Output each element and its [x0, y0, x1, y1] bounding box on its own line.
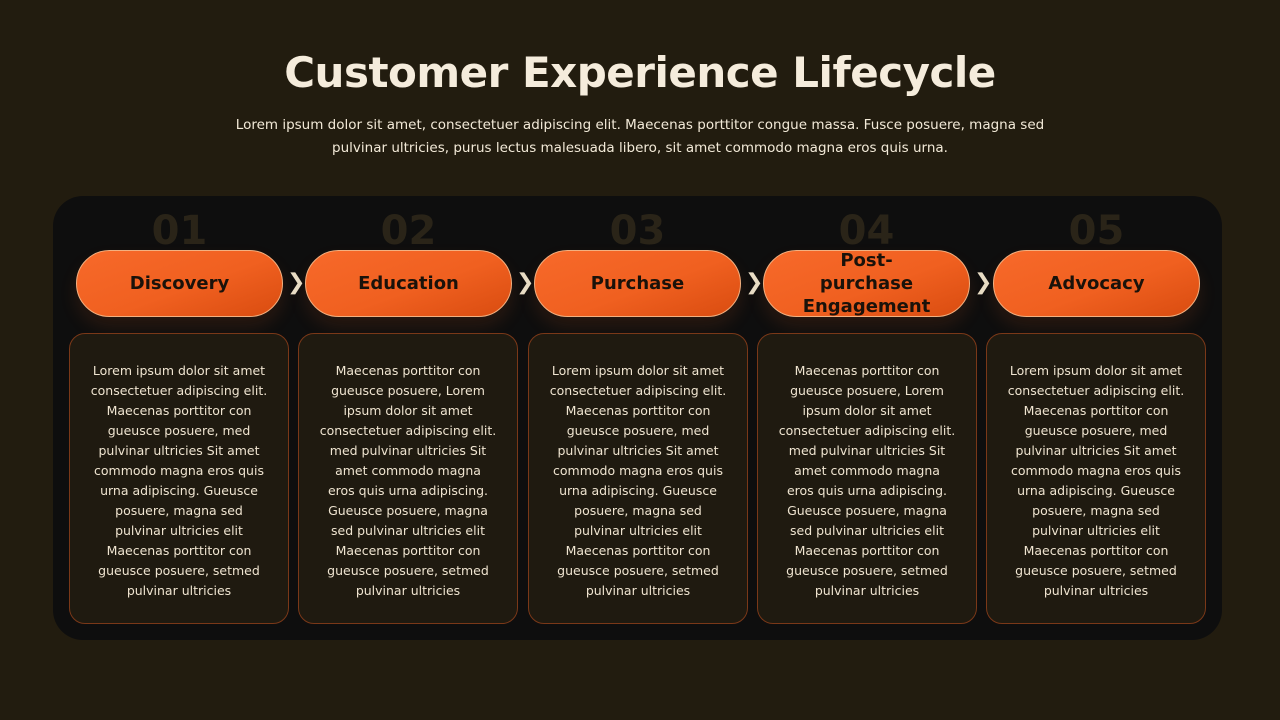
stage-description: Lorem ipsum dolor sit amet consectetuer … [528, 333, 748, 624]
stage-number: 01 [151, 208, 208, 254]
page-title: Customer Experience Lifecycle [284, 48, 996, 97]
chevron-right-icon: ❯ [974, 270, 993, 295]
chevron-right-icon: ❯ [516, 270, 535, 295]
stage-number: 04 [838, 208, 895, 254]
chevron-right-icon: ❯ [287, 270, 306, 295]
stage-description: Lorem ipsum dolor sit amet consectetuer … [69, 333, 289, 624]
stage-description: Maecenas porttitor con gueusce posuere, … [757, 333, 977, 624]
stage-pill-advocacy: Advocacy [993, 250, 1200, 317]
page-subtitle: Lorem ipsum dolor sit amet, consectetuer… [235, 117, 1045, 156]
chevron-right-icon: ❯ [745, 270, 764, 295]
stage-number: 03 [609, 208, 666, 254]
stage-pill-discovery: Discovery [76, 250, 283, 317]
stage-pill-purchase: Purchase [534, 250, 741, 317]
stage-number: 05 [1068, 208, 1125, 254]
stage-number: 02 [380, 208, 437, 254]
stage-description: Lorem ipsum dolor sit amet consectetuer … [986, 333, 1206, 624]
stage-pill-post-purchase: Post-purchase Engagement [763, 250, 970, 317]
stage-pill-education: Education [305, 250, 512, 317]
stage-description: Maecenas porttitor con gueusce posuere, … [298, 333, 518, 624]
